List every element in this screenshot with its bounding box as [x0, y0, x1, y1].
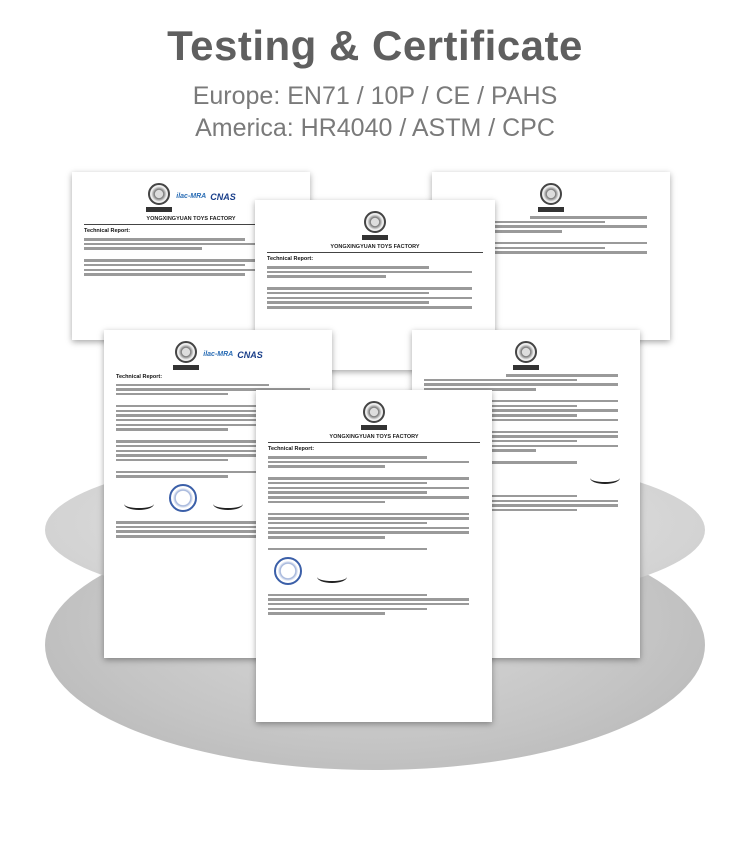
- ilac-logo: ilac-MRA: [176, 193, 207, 201]
- page-title: Testing & Certificate: [167, 22, 583, 69]
- certificate-logos: [267, 210, 483, 240]
- report-label: Technical Report:: [84, 228, 131, 235]
- bureau-veritas-seal-icon: [513, 340, 539, 370]
- ilac-logo: ilac-MRA: [203, 351, 234, 359]
- report-label: Technical Report:: [268, 446, 315, 453]
- cnas-logo: CNAS: [237, 349, 263, 360]
- signature-icon: [212, 498, 243, 511]
- factory-name: YONGXINGYUAN TOYS FACTORY: [268, 434, 480, 444]
- bureau-veritas-seal-icon: [362, 210, 388, 240]
- signature-icon: [317, 571, 348, 583]
- factory-name: YONGXINGYUAN TOYS FACTORY: [84, 216, 298, 226]
- bureau-veritas-seal-icon: [173, 340, 200, 370]
- bureau-veritas-seal-icon: [361, 400, 387, 430]
- certificate-logos: ilac-MRA CNAS: [116, 340, 320, 370]
- factory-name: YONGXINGYUAN TOYS FACTORY: [267, 244, 483, 254]
- europe-standards: Europe: EN71 / 10P / CE / PAHS: [192, 82, 558, 110]
- official-stamp-icon: [274, 556, 302, 585]
- certificate-logos: [424, 340, 628, 370]
- bureau-veritas-seal-icon: [538, 182, 564, 212]
- certificate-logos: [444, 182, 658, 212]
- america-standards: America: HR4040 / ASTM / CPC: [195, 114, 555, 142]
- bureau-veritas-seal-icon: [146, 182, 173, 212]
- certificate-front: YONGXINGYUAN TOYS FACTORY Technical Repo…: [256, 390, 492, 722]
- signature-icon: [124, 498, 154, 511]
- certificate-logos: [268, 400, 480, 430]
- signature-icon: [590, 472, 620, 484]
- report-label: Technical Report:: [116, 374, 163, 380]
- certificate-logos: ilac-MRA CNAS: [84, 182, 298, 212]
- cnas-logo: CNAS: [210, 191, 236, 202]
- report-label: Technical Report:: [267, 256, 314, 263]
- official-stamp-icon: [169, 484, 198, 513]
